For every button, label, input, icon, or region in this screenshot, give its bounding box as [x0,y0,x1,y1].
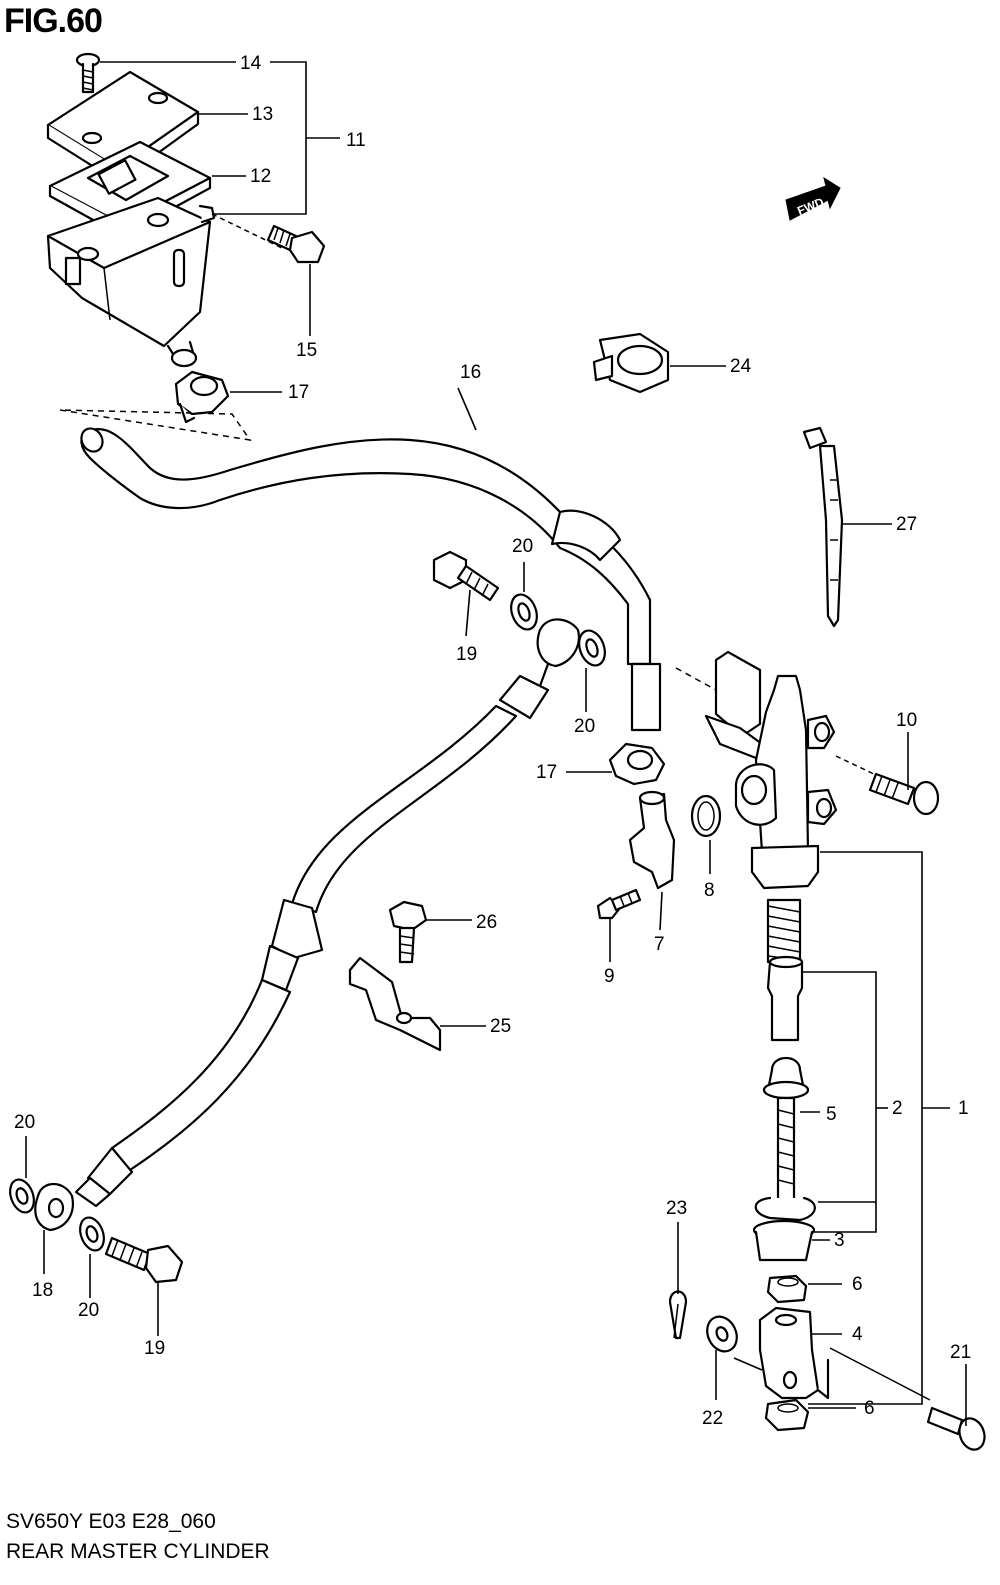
callout-18: 18 [32,1280,53,1301]
boot [752,1219,816,1262]
callout-25: 25 [490,1016,511,1037]
clevis [758,1306,830,1400]
reservoir-cap-screw [75,52,101,94]
union-bolt-lower [104,1236,184,1284]
sealing-washer-upper-a [510,593,538,631]
master-cylinder-mount-bolt [835,755,940,816]
master-cylinder-body [675,650,838,890]
callout-2: 2 [892,1098,903,1119]
reservoir-tank [46,196,216,368]
callout-15: 15 [296,340,317,361]
o-ring [690,794,722,838]
banjo-fitting-lower [34,1182,74,1232]
connector-screw [596,888,642,920]
callout-19-lower: 19 [144,1338,165,1359]
callout-10: 10 [896,710,917,731]
lock-nut-upper [766,1274,808,1304]
callout-21: 21 [950,1342,971,1363]
callout-labels: 14 13 11 12 15 17 16 24 27 20 19 20 10 1… [14,53,971,1429]
bracket [348,956,442,1052]
reservoir-hose [59,409,662,732]
washer [706,1315,763,1371]
piston [766,955,804,1042]
lock-nut-lower [764,1398,810,1432]
callout-20-lower-b: 20 [78,1300,99,1321]
assembly-name: REAR MASTER CYLINDER [6,1540,270,1563]
forward-direction-badge: FWD [785,176,841,221]
callout-20-lower-a: 20 [14,1112,35,1133]
callout-14: 14 [240,53,262,74]
callout-17-lower: 17 [536,762,557,783]
circlip [754,1196,816,1222]
callout-6-upper: 6 [852,1274,863,1295]
brake-hose [74,618,580,1208]
sealing-washer-lower-a [9,1178,35,1214]
callout-24: 24 [730,356,752,377]
callout-7: 7 [654,934,665,955]
hose-clamp-upper [174,370,230,424]
callout-16: 16 [460,362,481,383]
union-bolt-upper [432,550,500,602]
callout-13: 13 [252,104,273,125]
clevis-pin [829,1347,986,1451]
callout-19-upper: 19 [456,644,477,665]
callout-5: 5 [826,1104,837,1125]
callout-17-upper: 17 [288,382,309,403]
sealing-washer-upper-b [578,629,606,667]
callout-23: 23 [666,1198,687,1219]
inlet-connector [628,790,676,890]
model-code: SV650Y E03 E28_060 [6,1510,216,1533]
callout-20-upper-a: 20 [512,536,533,557]
callout-11: 11 [346,130,366,151]
callout-26: 26 [476,912,497,933]
hose-guide-clamp [592,332,670,394]
callout-1: 1 [958,1098,969,1119]
reservoir-mount-bolt [211,213,326,264]
return-spring [766,898,802,964]
callout-9: 9 [604,966,615,987]
callout-4: 4 [852,1324,863,1345]
callout-12: 12 [250,166,271,187]
cable-tie [802,426,844,628]
push-rod [762,1056,810,1202]
callout-27: 27 [896,514,917,535]
cotter-pin [668,1290,688,1340]
sealing-washer-lower-b [79,1216,105,1252]
bracket-bolt [388,900,428,964]
leader-lines [25,61,967,1426]
callout-6-lower: 6 [864,1398,875,1419]
callout-8: 8 [704,880,715,901]
callout-20-upper-b: 20 [574,716,595,737]
callout-22: 22 [702,1408,723,1429]
figure-title: FIG.60 [4,2,103,40]
hose-clamp-lower [608,742,666,786]
callout-3: 3 [834,1230,845,1251]
